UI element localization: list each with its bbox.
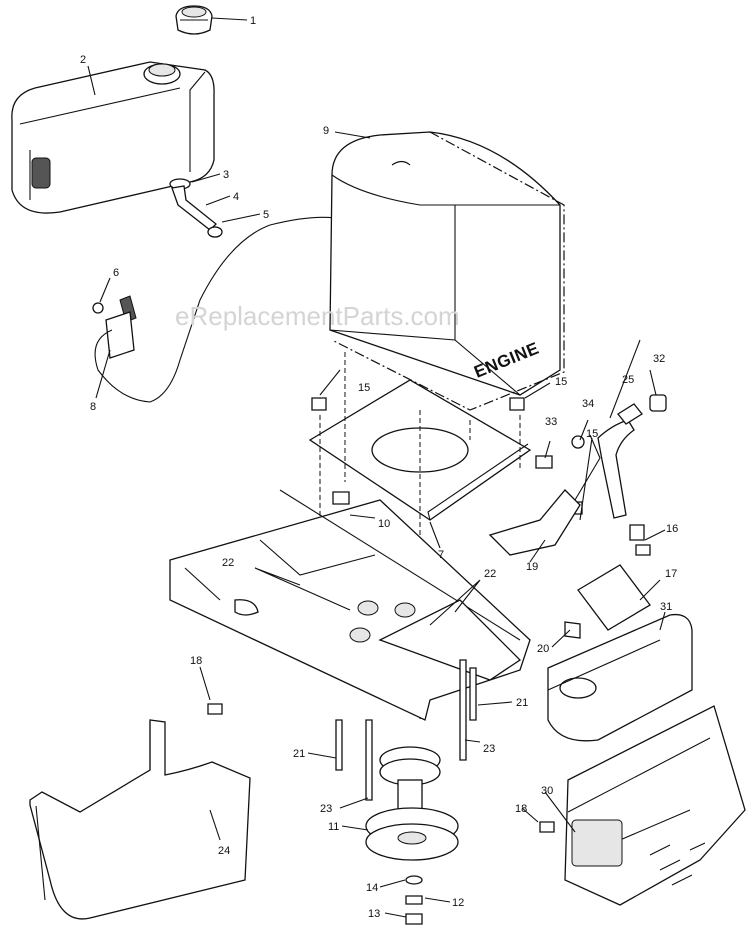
- callout-10: 10: [378, 518, 390, 530]
- leader-lines: [87, 17, 666, 918]
- callout-11: 11: [328, 821, 339, 833]
- fuel-tank: [11, 61, 215, 214]
- callout-4: 4: [233, 191, 239, 203]
- heat-shield: [564, 705, 746, 906]
- callout-31: 31: [660, 601, 672, 613]
- callout-3: 3: [223, 169, 229, 181]
- callout-15c: 15: [586, 428, 598, 440]
- callout-18b: 18: [515, 803, 527, 815]
- callout-23a: 23: [483, 743, 495, 755]
- callout-33: 33: [545, 416, 557, 428]
- callout-15b: 15: [555, 376, 567, 388]
- exhaust-pipe: [488, 394, 667, 556]
- callout-6: 6: [113, 267, 119, 279]
- muffler: [547, 613, 693, 742]
- callout-8: 8: [90, 401, 96, 413]
- callout-19: 19: [526, 561, 538, 573]
- callout-13: 13: [368, 908, 380, 920]
- muffler-bracket: [577, 524, 651, 631]
- callout-14: 14: [366, 882, 378, 894]
- callout-22a: 22: [222, 557, 234, 569]
- callout-1: 1: [250, 15, 256, 27]
- callout-9: 9: [323, 125, 329, 137]
- callout-2: 2: [80, 54, 86, 66]
- callout-5: 5: [263, 209, 269, 221]
- callout-7: 7: [438, 549, 444, 561]
- callout-30: 30: [541, 785, 553, 797]
- fuel-line-assembly: [169, 178, 223, 238]
- shaft-hardware: [405, 875, 423, 925]
- watermark: eReplacementParts.com: [175, 301, 460, 331]
- pulley-assembly: [365, 746, 459, 861]
- callout-25: 25: [622, 374, 634, 386]
- callout-22b: 22: [484, 568, 496, 580]
- callout-24: 24: [218, 845, 230, 857]
- callout-21a: 21: [516, 697, 528, 709]
- callout-34: 34: [582, 398, 594, 410]
- callout-numbers: 1 2 3 4 5 6 7 8 9 10 11 12 13 14 15 15 1…: [80, 15, 678, 920]
- belt-guide-bolts: [207, 659, 555, 833]
- engine: [329, 131, 565, 411]
- callout-18a: 18: [190, 655, 202, 667]
- callout-15a: 15: [358, 382, 370, 394]
- callout-16: 16: [666, 523, 678, 535]
- callout-20: 20: [537, 643, 549, 655]
- throttle-control: [92, 216, 336, 403]
- callout-21b: 21: [293, 748, 305, 760]
- callout-32: 32: [653, 353, 665, 365]
- fuel-cap: [175, 5, 213, 35]
- callout-17: 17: [665, 568, 677, 580]
- belt-guard: [29, 719, 251, 920]
- callout-23b: 23: [320, 803, 332, 815]
- callout-12: 12: [452, 897, 464, 909]
